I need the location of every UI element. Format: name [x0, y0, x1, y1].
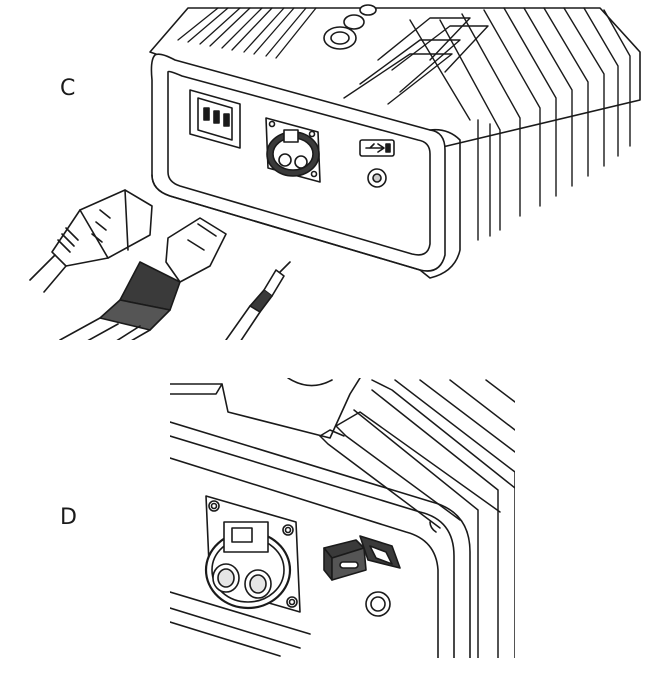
audio-cable-plug [225, 261, 291, 340]
battery-socket-c [265, 117, 321, 183]
panel-label-d: D [60, 505, 77, 530]
figure-d [170, 378, 515, 658]
power-icon [287, 378, 333, 387]
usb-port-c [359, 139, 395, 157]
usb-icon [365, 143, 385, 153]
cooling-fins-side-c [343, 7, 631, 241]
mode-icon [343, 14, 365, 30]
battery-socket-d [204, 495, 301, 613]
ac-inlet-c [189, 89, 241, 149]
audio-jack-c [367, 168, 387, 188]
power-cord-plug [29, 189, 153, 293]
panel-label-c: C [60, 76, 76, 101]
audio-jack-d [365, 591, 391, 617]
battery-cable-plug [59, 217, 227, 340]
power-icon [323, 26, 357, 50]
figure-c [29, 4, 641, 340]
device-front-d [170, 421, 471, 658]
cooling-fins-d [319, 379, 515, 658]
usb-ports-d [323, 535, 401, 581]
cooling-fins-top-c [177, 7, 317, 59]
top-controls-c [323, 4, 377, 50]
